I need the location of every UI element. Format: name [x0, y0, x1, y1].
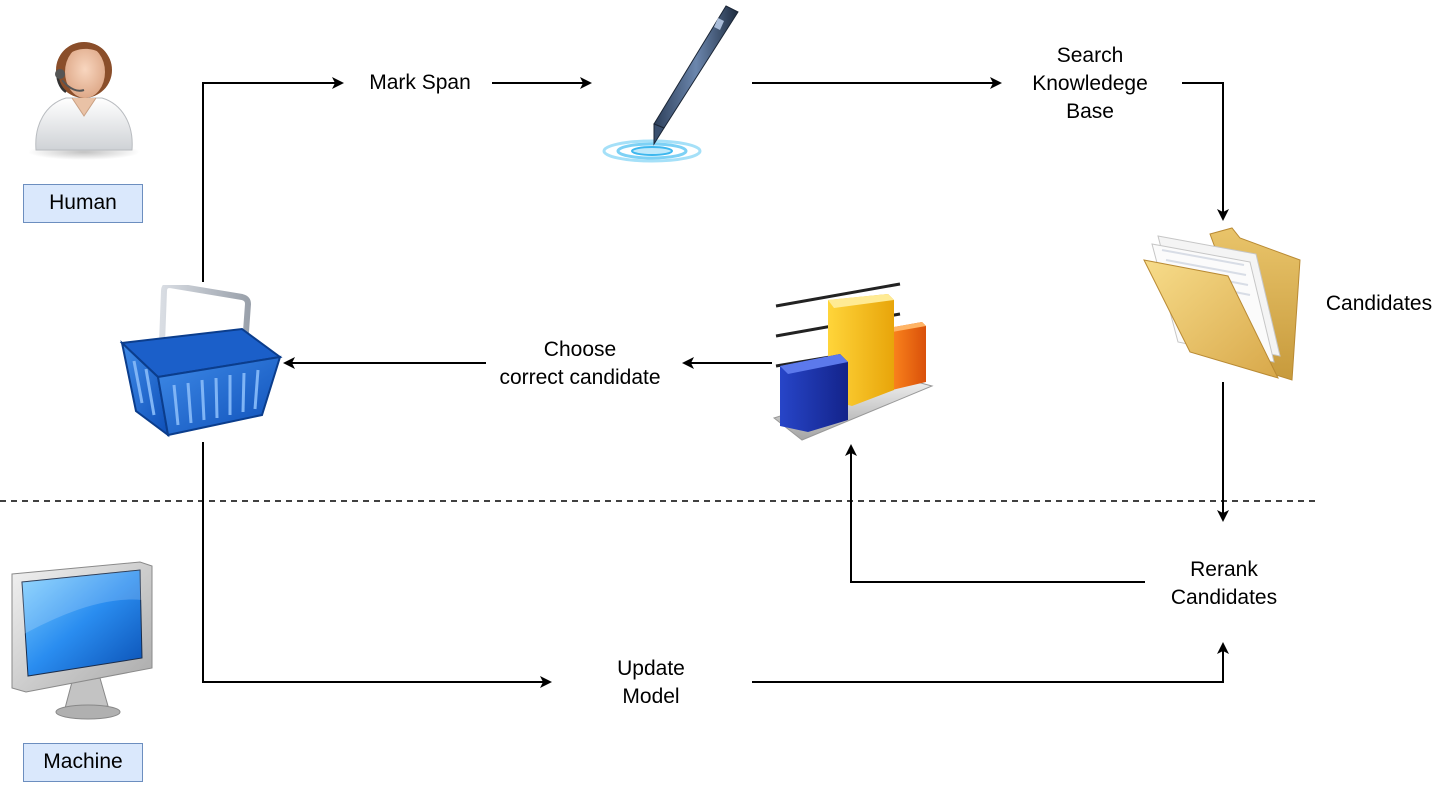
search-knowledge-base-label: Search Knowledege Base — [1032, 44, 1148, 123]
arrow-search-to-folder — [1182, 82, 1229, 221]
monitor-icon — [11, 561, 153, 720]
shopping-basket-icon — [119, 285, 283, 438]
stylus-pen-icon — [602, 5, 739, 163]
arrow-basket-to-mark-span — [202, 77, 344, 282]
bar-chart-icon — [772, 282, 934, 441]
arrow-basket-to-update — [202, 442, 552, 688]
mark-span-label: Mark Span — [369, 71, 471, 94]
machine-role-tag: Machine — [23, 743, 143, 782]
document-folder-icon — [1143, 227, 1301, 381]
rerank-candidates-label: Rerank Candidates — [1170, 558, 1278, 609]
choose-correct-candidate-label: Choose correct candidate — [499, 338, 661, 389]
arrow-update-to-rerank — [752, 642, 1229, 683]
arrow-rerank-to-chart — [845, 444, 1145, 583]
person-headset-icon — [28, 42, 140, 160]
human-role-tag: Human — [23, 184, 143, 223]
candidates-label: Candidates — [1325, 292, 1433, 315]
update-model-label: Update Model — [617, 657, 685, 708]
